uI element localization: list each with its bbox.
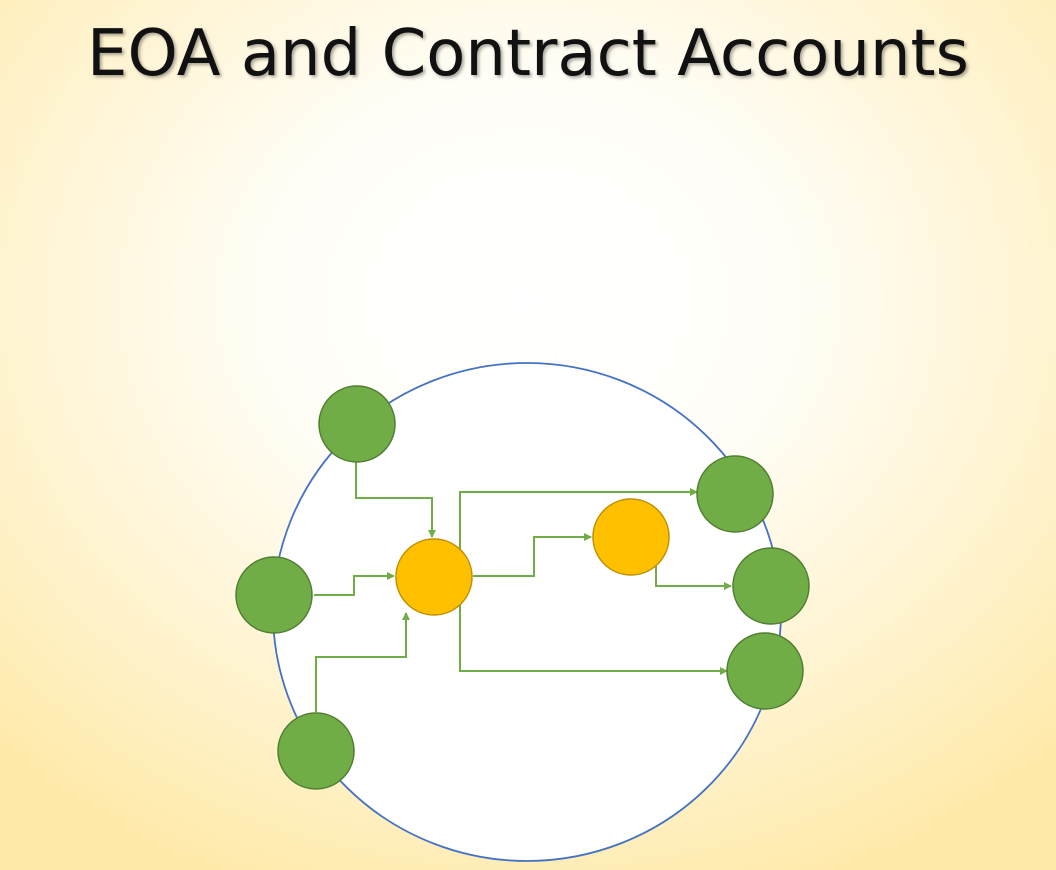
eoa-node-top-right[interactable] xyxy=(696,455,774,533)
eoa-node-right[interactable] xyxy=(732,547,810,625)
eoa-node-bottom[interactable] xyxy=(277,712,355,790)
arrow-eoa-bottom-to-contract xyxy=(315,612,410,712)
arrow-contract-b-to-eoa-right xyxy=(655,566,732,590)
contract-node-main[interactable] xyxy=(395,538,473,616)
arrow-contract-to-contract-b xyxy=(473,533,592,577)
connectors xyxy=(314,462,732,712)
eoa-node-top[interactable] xyxy=(318,385,396,463)
arrow-eoa-left-to-contract xyxy=(314,572,395,596)
eoa-node-bottom-right[interactable] xyxy=(726,632,804,710)
arrow-contract-to-eoa-top-right xyxy=(459,488,698,553)
arrow-eoa-top-to-contract xyxy=(355,462,436,538)
slide-title: EOA and Contract Accounts xyxy=(87,17,969,91)
eoa-accounts xyxy=(235,385,810,790)
contract-node-secondary[interactable] xyxy=(592,498,670,576)
arrow-contract-to-eoa-bottom-right xyxy=(459,598,728,675)
eoa-node-left[interactable] xyxy=(235,556,313,634)
contract-accounts xyxy=(395,498,670,616)
